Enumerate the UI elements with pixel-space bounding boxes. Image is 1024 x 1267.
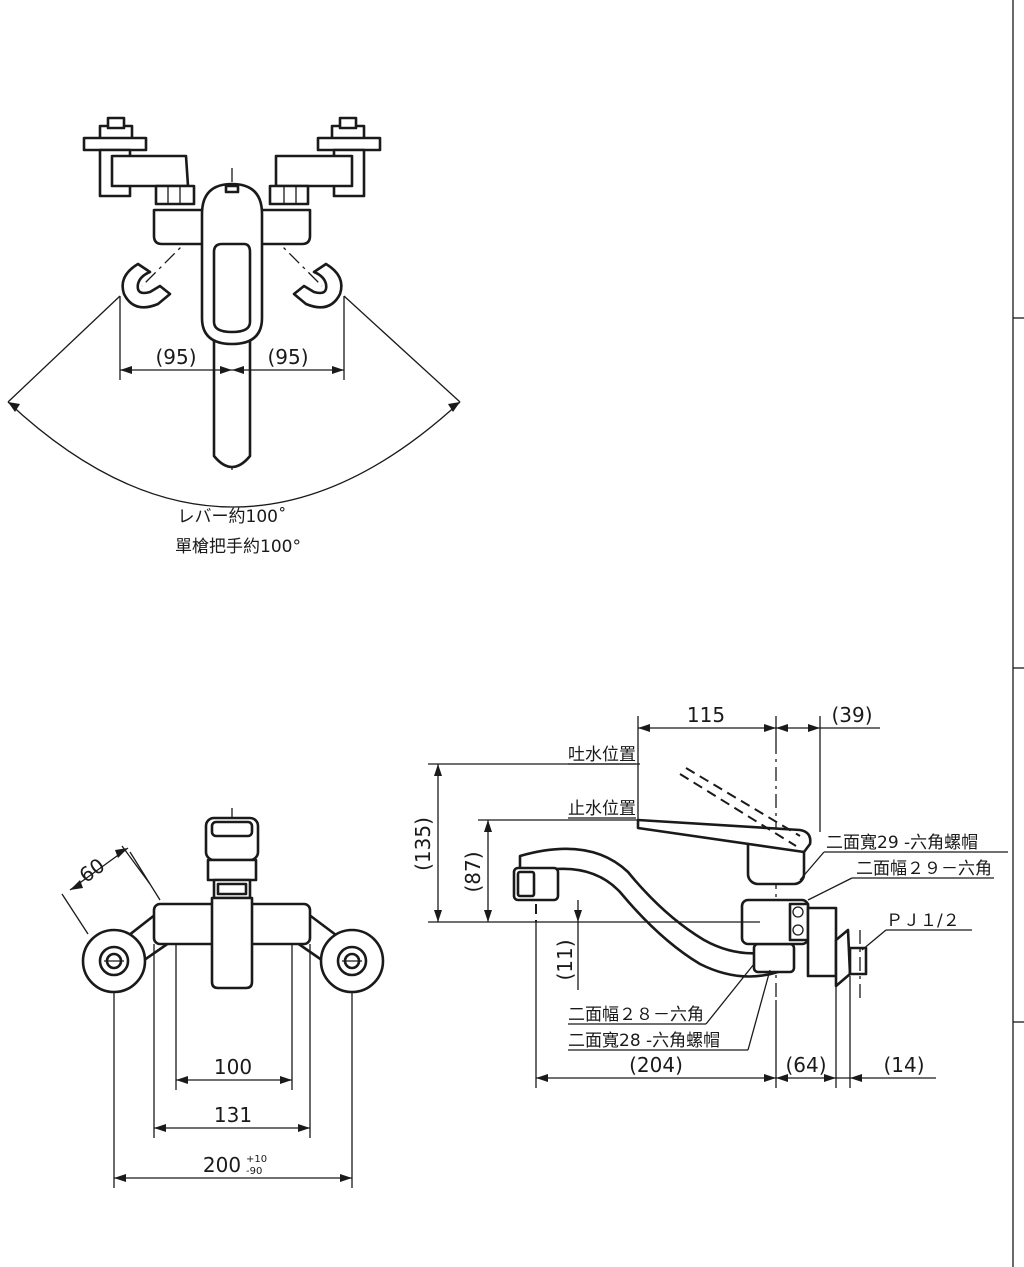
dim-200-tol-lower: -90	[246, 1166, 262, 1177]
dim-100: 100	[214, 1055, 252, 1079]
drawing-frame	[1012, 0, 1024, 1267]
dim-11: (11)	[553, 939, 577, 980]
dim-left-95: (95)	[155, 345, 196, 369]
side-view: 115 (39) 吐水位置 止水位置 (135) (87) (11) 二面寬29…	[411, 703, 1008, 1088]
label-hex29-tw: 二面寬29 -六角螺帽	[826, 833, 978, 853]
dim-200: 200	[203, 1153, 241, 1177]
label-pj-thread: ＰＪ１/２	[886, 911, 960, 931]
lever-swing-arc	[7, 401, 461, 508]
right-valve-arm	[268, 116, 382, 206]
label-stop-position: 止水位置	[568, 799, 636, 819]
dim-200-tol-upper: +10	[246, 1154, 267, 1165]
lever-angle-label-jp: レバー約100˚	[178, 506, 287, 527]
left-valve-arm	[82, 116, 196, 206]
dim-64: (64)	[785, 1053, 826, 1077]
label-hex28-tw: 二面寬28 -六角螺帽	[568, 1031, 720, 1051]
front-right-flange	[319, 928, 385, 994]
lever-stop-position	[636, 818, 812, 854]
dim-204: (204)	[629, 1053, 683, 1077]
front-view: 60 100 131 200 +10 -90	[61, 808, 385, 1188]
right-wall-hook	[292, 262, 343, 309]
dim-14: (14)	[883, 1053, 924, 1077]
lever-spout-position	[685, 767, 801, 837]
left-wall-hook	[121, 262, 172, 309]
front-spout	[210, 896, 254, 990]
front-left-flange	[81, 928, 147, 994]
dim-135: (135)	[411, 817, 435, 871]
dim-39: (39)	[831, 703, 872, 727]
label-spout-position: 吐水位置	[568, 745, 636, 765]
dim-right-95: (95)	[267, 345, 308, 369]
label-hex28-jp: 二面幅２８－六角	[568, 1005, 704, 1025]
label-hex29-jp: 二面幅２９－六角	[856, 859, 992, 879]
dim-131: 131	[214, 1103, 252, 1127]
spout-top	[212, 328, 252, 469]
top-view: (95) (95) レバー約100˚ 單槍把手約100°	[7, 116, 461, 557]
dim-87: (87)	[461, 851, 485, 892]
lever-angle-label-tw: 單槍把手約100°	[175, 537, 301, 557]
dim-115: 115	[687, 703, 725, 727]
